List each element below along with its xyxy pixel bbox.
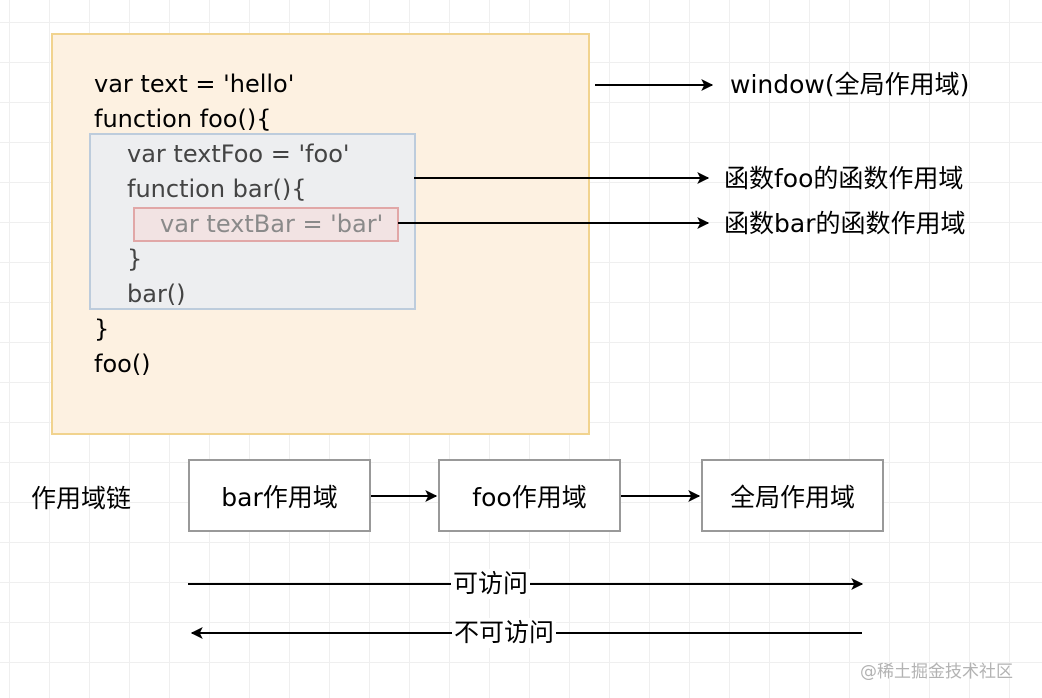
chain-node-foo-label: foo作用域 bbox=[472, 482, 587, 512]
accessible-label: 可访问 bbox=[451, 569, 531, 599]
code-line-bar-call: bar() bbox=[127, 280, 186, 308]
code-line-bar-close-brace: } bbox=[127, 245, 143, 273]
bar-scope-label: 函数bar的函数作用域 bbox=[724, 209, 966, 238]
code-line-function-foo: function foo(){ bbox=[94, 105, 272, 133]
chain-node-bar-label: bar作用域 bbox=[221, 482, 338, 512]
chain-node-bar: bar作用域 bbox=[188, 459, 371, 532]
watermark: @稀土掘金技术社区 bbox=[860, 662, 1013, 682]
code-line-var-textfoo: var textFoo = 'foo' bbox=[127, 140, 350, 168]
bar-scope-box bbox=[133, 207, 399, 242]
code-line-foo-close-brace: } bbox=[94, 315, 110, 343]
code-line-function-bar: function bar(){ bbox=[127, 175, 307, 203]
code-line-var-text: var text = 'hello' bbox=[94, 70, 295, 98]
scope-chain-title: 作用域链 bbox=[31, 484, 132, 513]
chain-node-global-label: 全局作用域 bbox=[729, 482, 855, 512]
chain-node-foo: foo作用域 bbox=[438, 459, 621, 532]
chain-node-global: 全局作用域 bbox=[701, 459, 884, 532]
inaccessible-label: 不可访问 bbox=[452, 618, 557, 648]
code-line-var-textbar: var textBar = 'bar' bbox=[160, 210, 384, 238]
foo-scope-label: 函数foo的函数作用域 bbox=[724, 164, 964, 193]
code-line-foo-call: foo() bbox=[94, 350, 151, 378]
global-scope-label: window(全局作用域) bbox=[730, 70, 970, 99]
